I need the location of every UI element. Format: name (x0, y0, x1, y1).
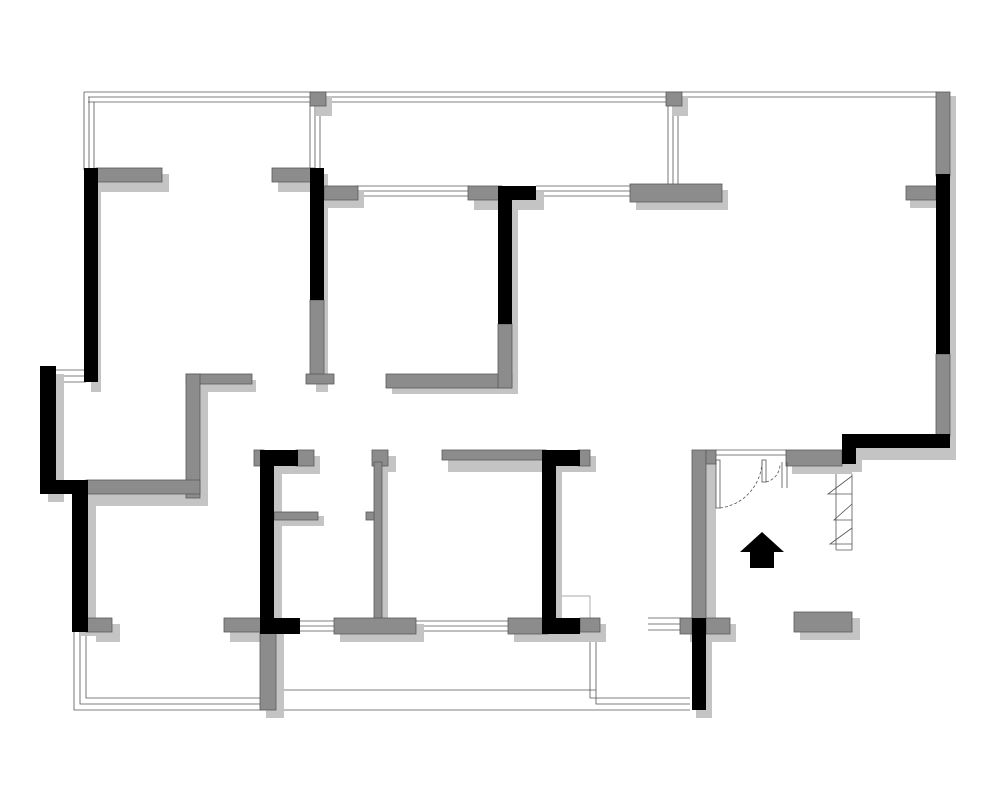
wall-segment (467, 185, 503, 201)
wall-segment (935, 353, 951, 437)
wall-segment (333, 617, 417, 635)
wall-segment (842, 434, 856, 464)
wall-segment (260, 450, 274, 632)
wall-segment (85, 479, 201, 495)
wall-segment (84, 168, 98, 382)
wall-segment (497, 323, 513, 389)
existing-walls (85, 91, 951, 711)
wall-segment (705, 617, 731, 635)
wall-segment (705, 449, 717, 465)
wall-segment (542, 450, 580, 466)
wall-segment (309, 91, 327, 107)
wall-segment (842, 434, 950, 448)
wall-segment (40, 366, 56, 494)
wall-segment (72, 480, 88, 632)
new-walls (40, 168, 950, 710)
balcony-outlines (56, 91, 940, 711)
wall-segment (373, 461, 383, 619)
wall-segment (579, 617, 601, 633)
wall-segment (95, 167, 163, 183)
wall-segment (305, 373, 335, 385)
wall-segment (365, 511, 375, 521)
wall-segment (271, 167, 315, 183)
wall-segment (542, 450, 556, 632)
wall-segment (85, 617, 113, 633)
wall-segment (679, 617, 693, 635)
wall-segment (385, 373, 513, 389)
wall-segment (905, 185, 937, 201)
wall-segment (259, 631, 277, 711)
wall-segment (323, 185, 359, 201)
wall-segment (498, 186, 512, 324)
wall-segment (295, 449, 315, 467)
wall-segment (273, 511, 319, 521)
wall-segment (629, 183, 723, 203)
wall-segment (260, 618, 300, 634)
wall-segment (936, 174, 950, 354)
wall-segment (691, 449, 707, 627)
wall-segment (223, 617, 265, 633)
shoe-cabinet (826, 474, 853, 551)
wall-segment (260, 450, 298, 466)
wall-segment (310, 168, 324, 300)
wall-segment (935, 91, 951, 177)
wall-segment (692, 618, 706, 710)
wall-segment (185, 373, 201, 499)
up-arrow-icon (740, 532, 784, 568)
wall-segment (785, 449, 843, 467)
wall-segment (542, 618, 580, 634)
wall-segment (309, 299, 325, 377)
entrance-door (715, 449, 788, 509)
wall-segment (665, 91, 683, 107)
wall-segment (793, 611, 853, 633)
wall-segment (441, 449, 547, 461)
